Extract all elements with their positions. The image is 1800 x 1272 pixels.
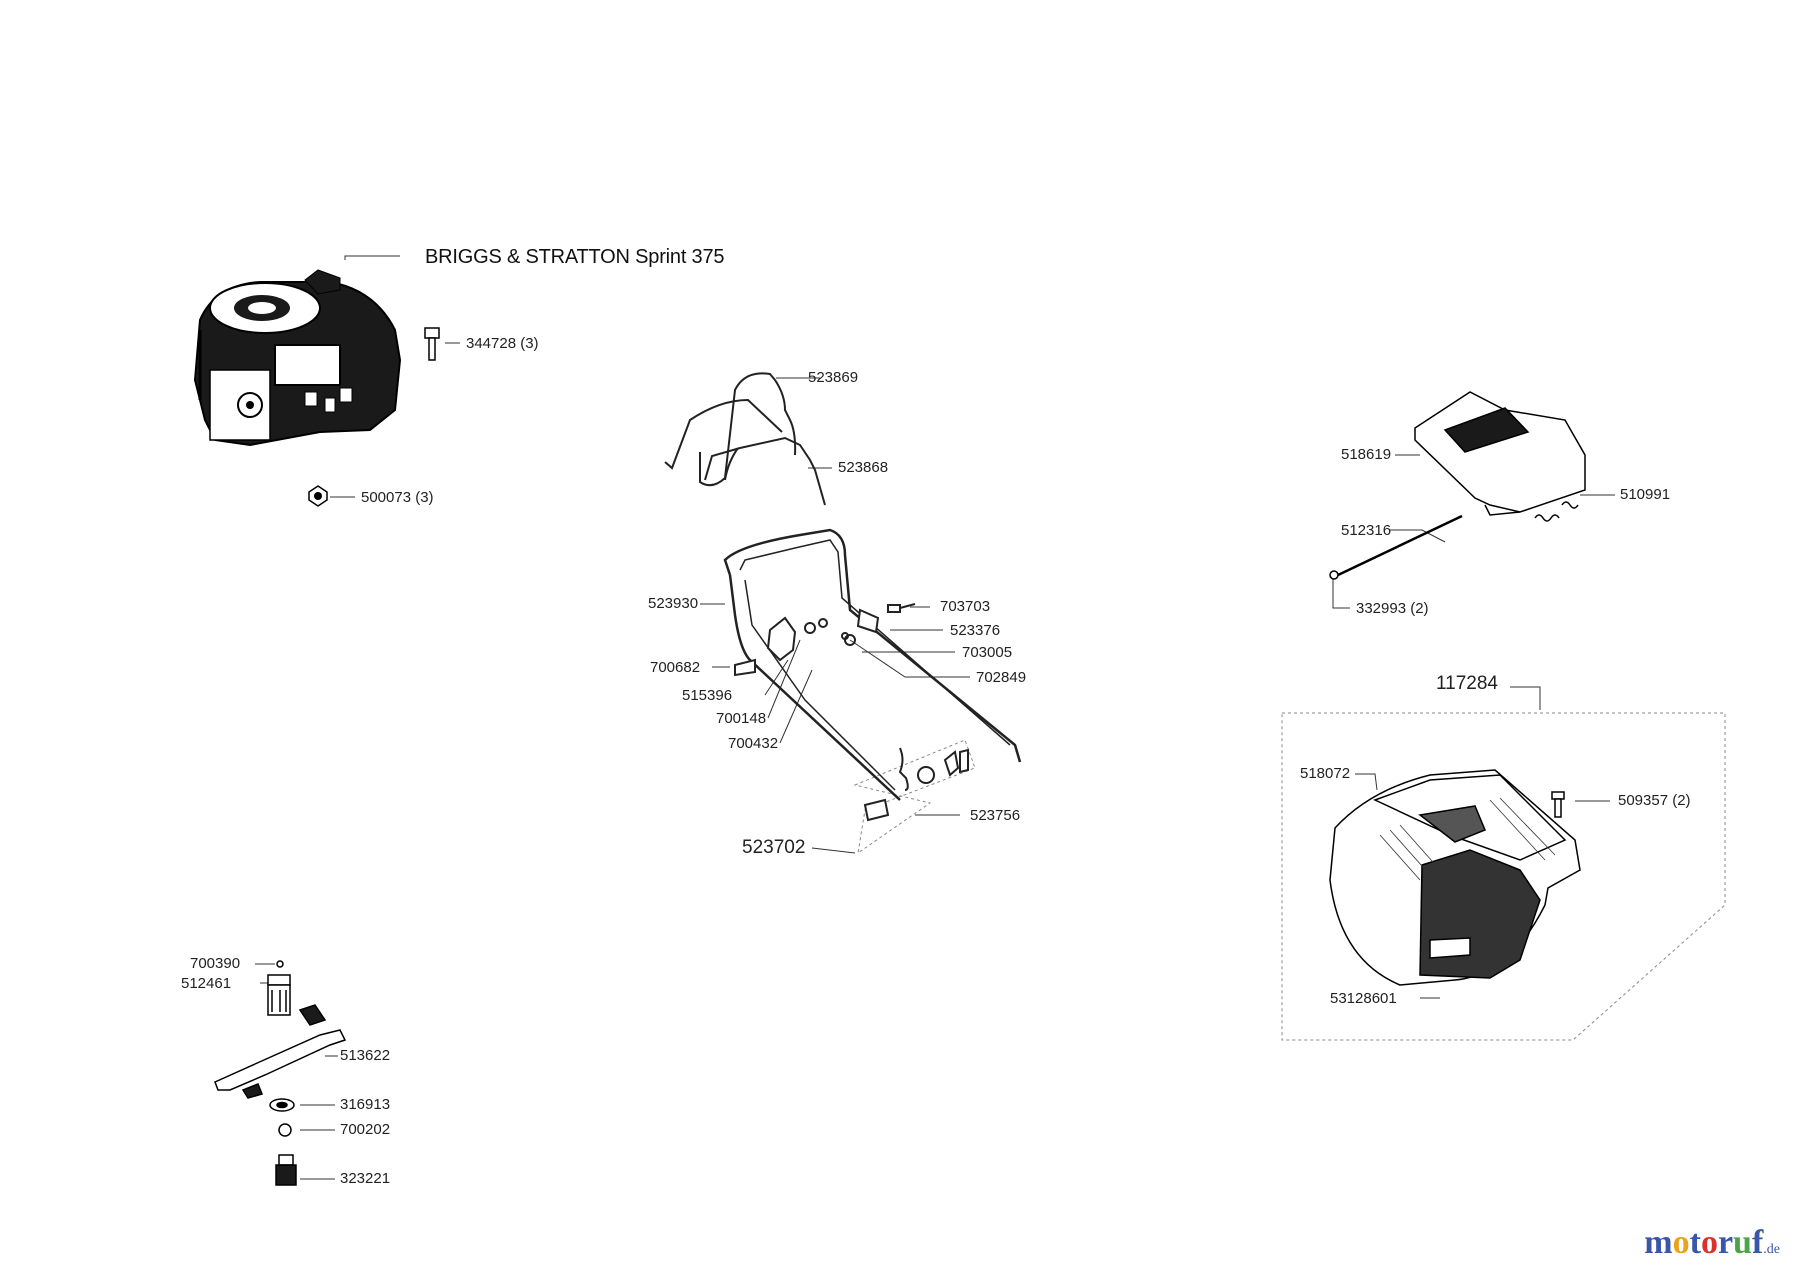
leader-700432	[779, 669, 813, 744]
logo-letter: f	[1751, 1224, 1764, 1261]
part-label-700682: 700682	[650, 659, 701, 676]
part-label-523756: 523756	[970, 807, 1021, 824]
part-label-332993: 332993 (2)	[1356, 600, 1429, 617]
spring-510991-drawing	[1534, 501, 1579, 522]
flap-drawing	[1414, 391, 1586, 516]
nut-500073-drawing	[308, 485, 328, 507]
handle-drawing	[664, 372, 1022, 822]
leader-702849	[849, 639, 970, 678]
part-label-512461: 512461	[181, 975, 232, 992]
part-label-700202: 700202	[340, 1121, 391, 1138]
logo-letter: o	[1700, 1224, 1718, 1261]
part-label-510991: 510991	[1620, 486, 1671, 503]
part-label-518072: 518072	[1300, 765, 1351, 782]
part-label-117284: 117284	[1436, 673, 1498, 694]
part-label-700432: 700432	[728, 735, 779, 752]
engine-title: BRIGGS & STRATTON Sprint 375	[425, 246, 725, 268]
blade-drawing	[214, 960, 347, 1186]
leader-518072	[1355, 773, 1378, 791]
part-label-515396: 515396	[682, 687, 733, 704]
part-label-523702: 523702	[742, 837, 806, 858]
part-label-344728: 344728 (3)	[466, 335, 539, 352]
part-label-316913: 316913	[340, 1096, 391, 1113]
part-label-703703: 703703	[940, 598, 991, 615]
screw-509357-drawing	[1551, 791, 1565, 818]
leader-512316	[1390, 529, 1446, 543]
part-label-523376: 523376	[950, 622, 1001, 639]
motoruf-logo: motoruf.de	[1644, 1224, 1780, 1262]
leader-700148	[767, 639, 801, 719]
part-label-523868: 523868	[838, 459, 889, 476]
leader-117284	[1510, 686, 1541, 710]
logo-suffix: .de	[1763, 1242, 1780, 1257]
logo-letter: m	[1644, 1224, 1673, 1261]
part-label-53128601: 53128601	[1330, 990, 1397, 1007]
part-label-702849: 702849	[976, 669, 1027, 686]
part-label-700390: 700390	[190, 955, 241, 972]
leader-515396	[764, 659, 789, 696]
part-label-703005: 703005	[962, 644, 1013, 661]
bolt-344728-drawing	[424, 327, 440, 361]
rod-512316-drawing	[1329, 514, 1463, 580]
part-label-509357: 509357 (2)	[1618, 792, 1691, 809]
logo-letter: u	[1733, 1224, 1752, 1261]
part-label-512316: 512316	[1341, 522, 1392, 539]
part-label-513622: 513622	[340, 1047, 391, 1064]
engine-drawing	[193, 269, 402, 447]
logo-letter: o	[1672, 1224, 1690, 1261]
leader-523702	[811, 847, 856, 854]
leader-332993	[1332, 578, 1350, 609]
part-label-323221: 323221	[340, 1170, 391, 1187]
logo-letter: t	[1689, 1224, 1701, 1261]
group-117284-outline	[1281, 712, 1726, 1041]
part-label-523869: 523869	[808, 369, 859, 386]
part-label-700148: 700148	[716, 710, 767, 727]
part-label-518619: 518619	[1341, 446, 1392, 463]
leader-engine	[344, 255, 400, 260]
grassbag-drawing	[1329, 769, 1581, 986]
part-label-523930: 523930	[648, 595, 699, 612]
group-523702-outline	[853, 739, 976, 855]
part-label-500073: 500073 (3)	[361, 489, 434, 506]
logo-letter: r	[1717, 1224, 1734, 1261]
